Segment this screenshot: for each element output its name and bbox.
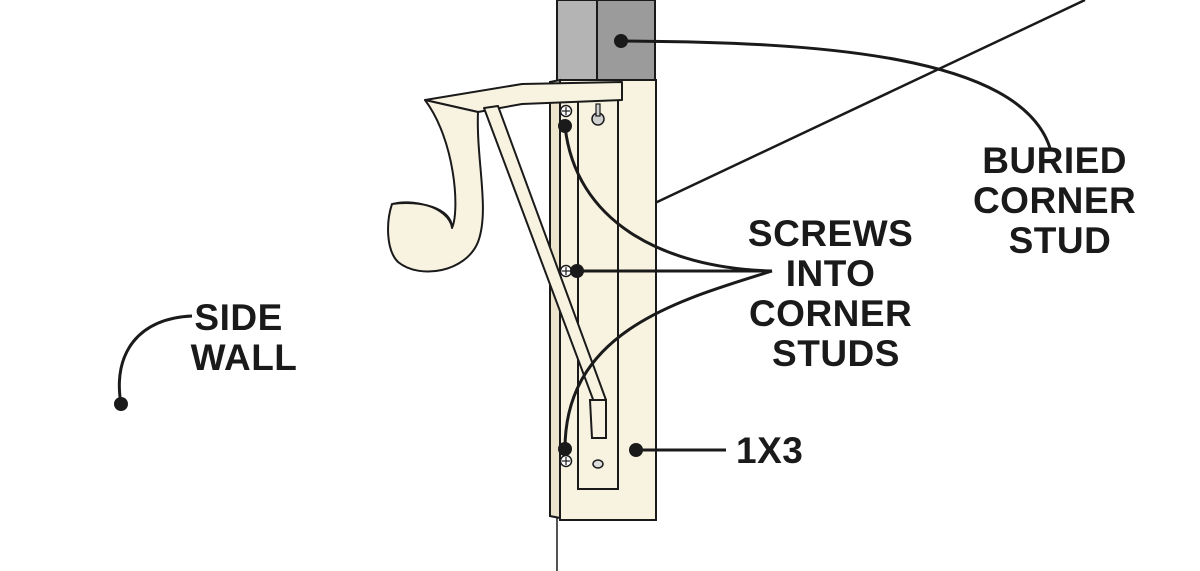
leader-board-1x3 [629,443,726,457]
stud-side-face [556,0,598,83]
screw-bottom [559,454,573,468]
brace-foot [588,399,607,439]
screw-middle [559,264,573,278]
label-side-wall: SIDE WALL [191,297,298,378]
leader-buried-corner-stud [614,34,1052,149]
screw-top [559,104,573,118]
bottom-hole [592,459,604,469]
leader-screws [558,119,773,456]
hook-curl [387,99,484,273]
side-wall-edge-line [654,0,1086,205]
bracket-hook-arm [387,81,623,439]
label-screws-into-corner-studs: SCREWS INTO CORNER STUDS [748,213,924,374]
leader-side-wall [114,314,193,411]
label-board-1x3: 1X3 [736,430,803,471]
hook-inner-line [391,201,453,229]
keyhole-slot [591,103,605,126]
label-buried-corner-stud: BURIED CORNER STUD [973,140,1147,261]
